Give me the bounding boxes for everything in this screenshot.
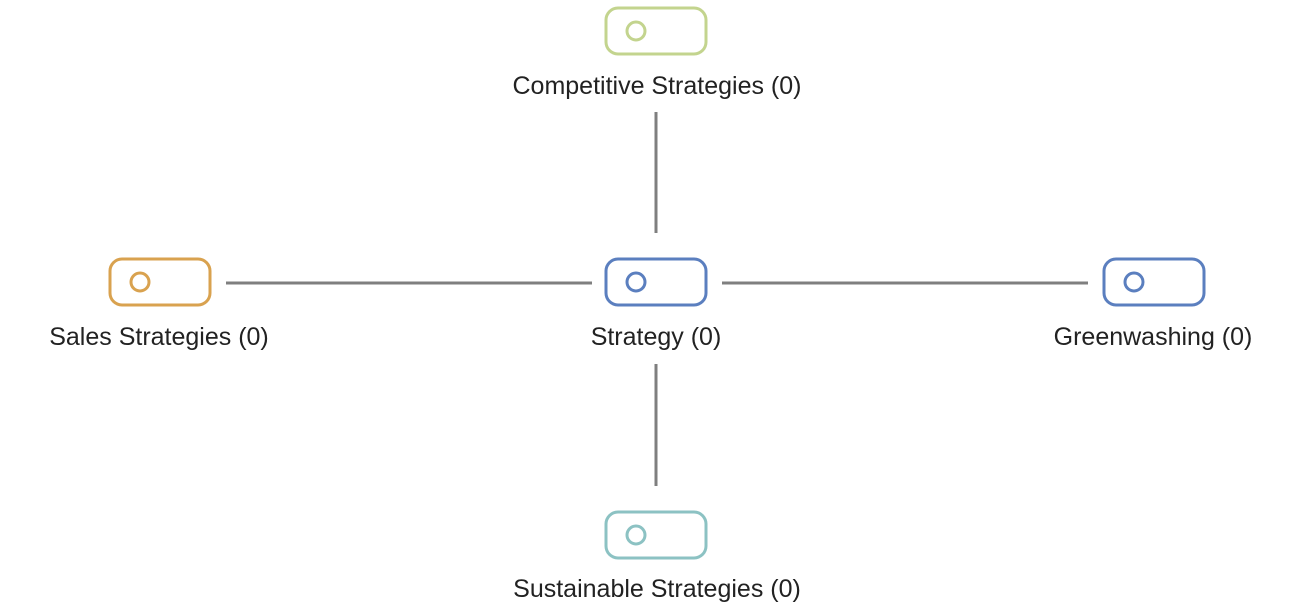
node-label: Sustainable Strategies (0)	[513, 575, 801, 603]
tag-icon	[604, 510, 708, 560]
node-sales-strategies[interactable]: Sales Strategies (0)	[49, 257, 269, 351]
node-label: Greenwashing (0)	[1054, 323, 1253, 351]
node-label: Sales Strategies (0)	[49, 323, 269, 351]
node-label: Competitive Strategies (0)	[512, 72, 801, 100]
tag-icon	[604, 257, 708, 307]
node-competitive-strategies[interactable]: Competitive Strategies (0)	[512, 6, 802, 100]
node-sustainable-strategies[interactable]: Sustainable Strategies (0)	[513, 510, 801, 603]
tag-icon	[1102, 257, 1206, 307]
node-greenwashing[interactable]: Greenwashing (0)	[1054, 257, 1253, 351]
node-label: Strategy (0)	[591, 323, 722, 351]
node-strategy[interactable]: Strategy (0)	[591, 257, 722, 351]
tag-icon	[108, 257, 212, 307]
tag-icon	[604, 6, 708, 56]
